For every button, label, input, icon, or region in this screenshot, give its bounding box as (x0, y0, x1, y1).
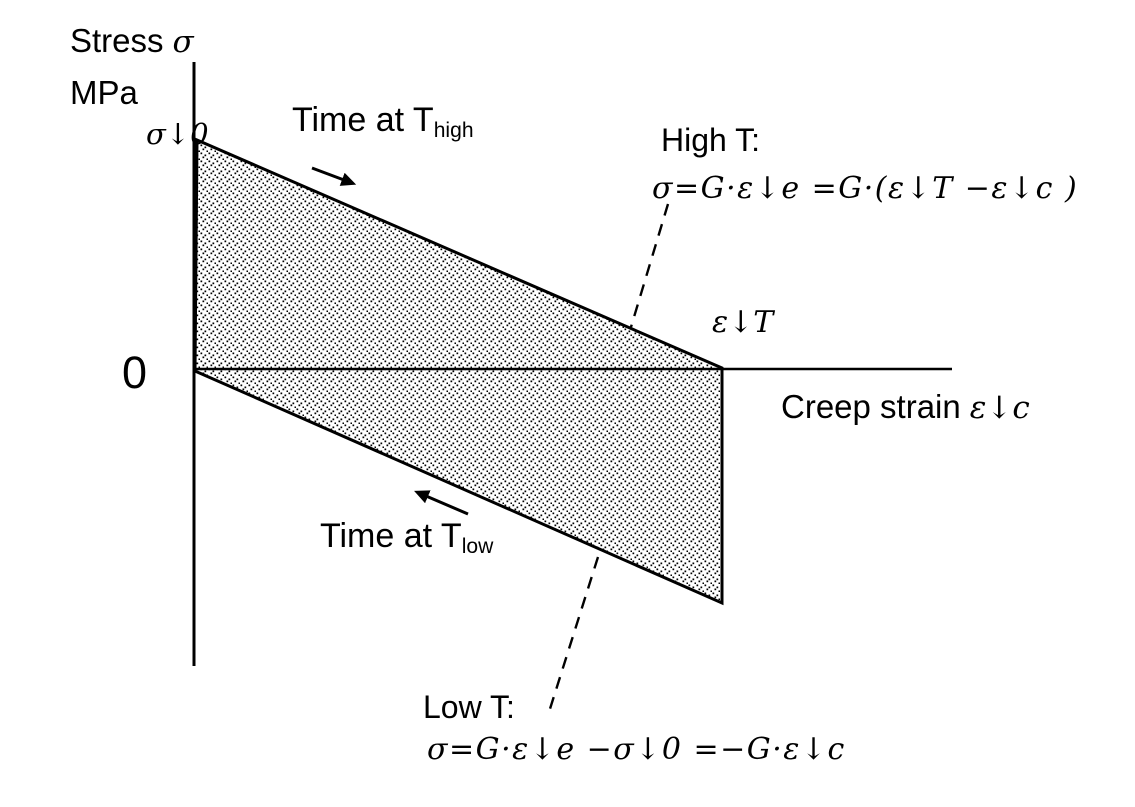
high-t-equation: σ=G·ε↓e =G·(ε↓T −ε↓c ) (652, 171, 1079, 206)
y-axis-unit: MPa (70, 74, 138, 111)
epsilon-t-label: ε↓T (712, 305, 774, 340)
low-t-equation: σ=G·ε↓e −σ↓0 =−G·ε↓c (427, 732, 846, 767)
time-at-t-high-label: Time at Thigh (292, 101, 474, 143)
time-at-t-low-label: Time at Tlow (320, 517, 493, 559)
hysteresis-loop-region (193, 137, 724, 606)
sigma-zero-label: σ↓0 (146, 117, 209, 151)
time-high-subscript: high (433, 118, 474, 142)
high-path-arrow (311, 166, 357, 186)
low-path-arrow (414, 490, 469, 516)
epsilon-c-symbol: ε↓c (969, 390, 1030, 426)
time-low-subscript: low (461, 534, 494, 558)
x-axis-title-text: Creep strain (781, 388, 961, 425)
time-low-text: Time at T (320, 517, 462, 555)
sigma-symbol: σ (172, 24, 194, 60)
high-t-leader-line (629, 203, 670, 328)
time-high-text: Time at T (292, 101, 434, 139)
origin-label: 0 (122, 347, 148, 398)
low-t-leader-line (547, 556, 600, 713)
y-axis-title-text: Stress (70, 22, 164, 59)
low-t-title: Low T: (423, 689, 515, 725)
high-t-title: High T: (661, 122, 761, 158)
